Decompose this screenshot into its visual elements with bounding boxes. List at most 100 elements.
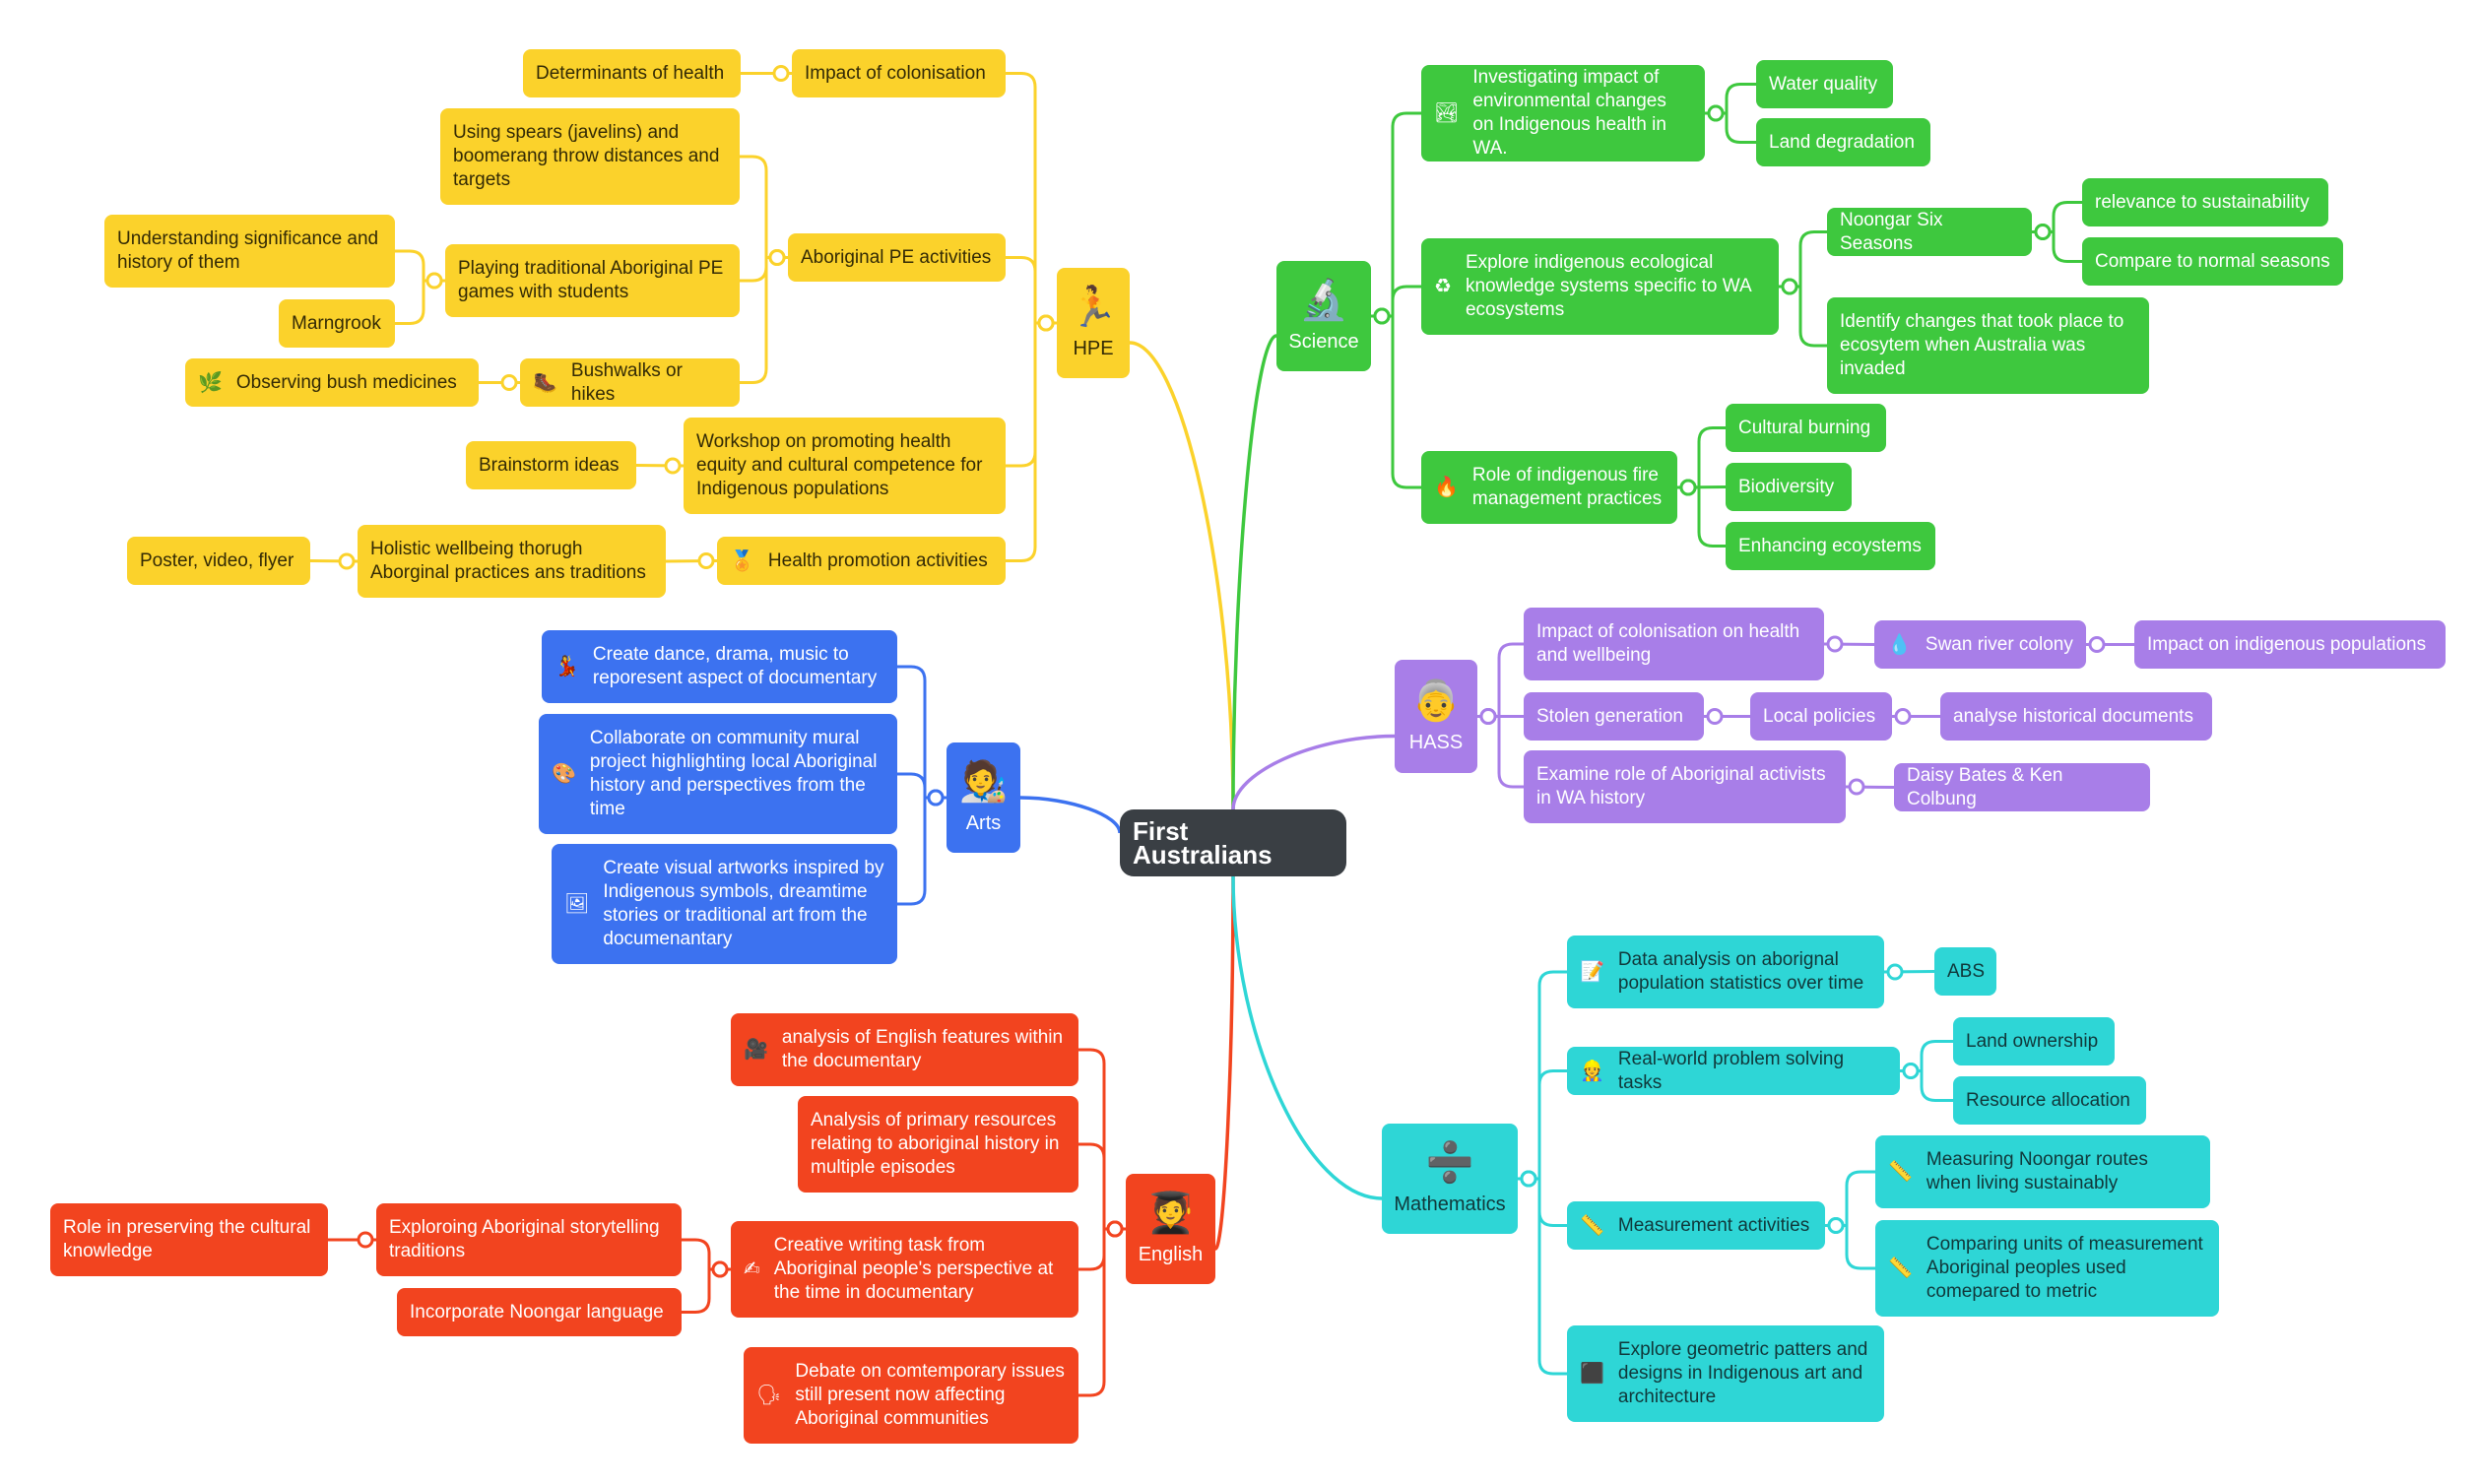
topic-label: Identify changes that took place to ecos… (1840, 311, 2124, 379)
topic-math-comparing[interactable]: 📏Comparing units of measurement Aborigin… (1875, 1220, 2219, 1317)
topic-math-meas[interactable]: 📏Measurement activities (1567, 1201, 1825, 1250)
topic-sci-noongar[interactable]: Noongar Six Seasons (1827, 208, 2032, 256)
topic-hpe-poster[interactable]: Poster, video, flyer (127, 537, 310, 585)
topic-sci-burning[interactable]: Cultural burning (1726, 404, 1886, 452)
topic-sci-identify[interactable]: Identify changes that took place to ecos… (1827, 297, 2149, 394)
collapse-knob[interactable] (1106, 1220, 1124, 1238)
collapse-knob[interactable] (1894, 708, 1912, 725)
collapse-knob[interactable] (664, 457, 682, 475)
collapse-knob[interactable] (1037, 314, 1055, 332)
connector-math-land (1900, 1040, 1953, 1072)
collapse-knob[interactable] (2034, 224, 2052, 240)
topic-math-abs[interactable]: ABS (1934, 947, 1996, 996)
collapse-knob[interactable] (711, 1260, 729, 1278)
collapse-knob[interactable] (500, 374, 518, 391)
topic-hass-swan[interactable]: 💧Swan river colony (1874, 620, 2086, 669)
topic-hpe-brainstorm[interactable]: Brainstorm ideas (466, 441, 636, 489)
topic-hass-impact[interactable]: Impact of colonisation on health and wel… (1524, 608, 1824, 680)
branch-arts[interactable]: 🧑‍🎨Arts (947, 742, 1020, 853)
topic-label: Daisy Bates & Ken Colbung (1907, 764, 2063, 809)
topic-hpe-understanding[interactable]: Understanding significance and history o… (104, 215, 395, 288)
collapse-knob[interactable] (2088, 636, 2106, 653)
topic-hass-activists[interactable]: Examine role of Aboriginal activists in … (1524, 750, 1846, 823)
collapse-knob[interactable] (697, 552, 715, 569)
connector-math (1231, 875, 1383, 1200)
topic-hass-indig[interactable]: Impact on indigenous populations (2134, 620, 2446, 669)
topic-hpe-workshop[interactable]: Workshop on promoting health equity and … (684, 418, 1006, 514)
topic-hpe-spears[interactable]: Using spears (javelins) and boomerang th… (440, 108, 740, 205)
topic-math-geo[interactable]: ⬛Explore geometric patters and designs i… (1567, 1325, 1884, 1422)
collapse-knob[interactable] (338, 552, 356, 570)
topic-hass-daisy[interactable]: Daisy Bates & Ken Colbung (1894, 763, 2150, 811)
topic-sci-eco[interactable]: ♻Explore indigenous ecological knowledge… (1421, 238, 1779, 335)
topic-sci-land[interactable]: Land degradation (1756, 118, 1930, 166)
collapse-knob[interactable] (1706, 708, 1724, 725)
topic-hpe-impact[interactable]: Impact of colonisation (792, 49, 1006, 97)
topic-label: Marngrook (292, 312, 381, 334)
branch-sci[interactable]: 🔬Science (1276, 261, 1371, 371)
topic-hpe-marngrook[interactable]: Marngrook (279, 299, 395, 348)
branch-hpe[interactable]: 🏃HPE (1057, 268, 1130, 378)
topic-label: Land degradation (1769, 131, 1915, 153)
topic-math-land[interactable]: Land ownership (1953, 1017, 2115, 1065)
topic-math-real[interactable]: 👷Real-world problem solving tasks (1567, 1047, 1900, 1095)
topic-hpe-pe[interactable]: Aboriginal PE activities (788, 233, 1006, 282)
collapse-knob[interactable] (1848, 778, 1865, 796)
topic-arts-mural[interactable]: 🎨Collaborate on community mural project … (539, 714, 897, 834)
topic-hpe-medicines[interactable]: 🌿Observing bush medicines (185, 358, 479, 407)
topic-sci-water[interactable]: Water quality (1756, 60, 1893, 108)
topic-sci-compare[interactable]: Compare to normal seasons (2082, 237, 2343, 286)
branch-math[interactable]: ➗Mathematics (1382, 1124, 1518, 1234)
topic-hpe-holistic[interactable]: Holistic wellbeing thorugh Aborginal pra… (358, 525, 666, 598)
topic-sci-fire[interactable]: 🔥Role of indigenous fire management prac… (1421, 451, 1677, 524)
topic-sci-enh[interactable]: Enhancing ecoystems (1726, 522, 1935, 570)
topic-arts-visual[interactable]: 🖼Create visual artworks inspired by Indi… (552, 844, 897, 964)
topic-sci-relevance[interactable]: relevance to sustainability (2082, 178, 2328, 226)
collapse-knob[interactable] (772, 65, 790, 82)
topic-hpe-bushwalks[interactable]: 🥾Bushwalks or hikes (520, 358, 740, 407)
connector-eng-noongar (682, 1267, 731, 1314)
topic-eng-creative[interactable]: ✍Creative writing task from Aboriginal p… (731, 1221, 1078, 1318)
collapse-knob[interactable] (1479, 708, 1497, 725)
collapse-knob[interactable] (927, 789, 945, 807)
collapse-knob[interactable] (1826, 635, 1844, 653)
topic-eng-debate[interactable]: 🗣Debate on comtemporary issues still pre… (744, 1347, 1078, 1444)
collapse-knob[interactable] (425, 272, 443, 290)
topic-math-routes[interactable]: 📏Measuring Noongar routes when living su… (1875, 1135, 2210, 1208)
topic-math-res[interactable]: Resource allocation (1953, 1076, 2146, 1125)
topic-eng-primary[interactable]: Analysis of primary resources relating t… (798, 1096, 1078, 1193)
topic-hass-local[interactable]: Local policies (1750, 692, 1892, 741)
collapse-knob[interactable] (357, 1231, 374, 1249)
topic-label: Workshop on promoting health equity and … (696, 431, 983, 499)
collapse-knob[interactable] (1707, 104, 1725, 122)
topic-eng-analysis[interactable]: 🎥analysis of English features within the… (731, 1013, 1078, 1086)
topic-hpe-promotion[interactable]: 🏅Health promotion activities (717, 537, 1006, 585)
collapse-knob[interactable] (1902, 1063, 1920, 1079)
collapse-knob[interactable] (1827, 1217, 1845, 1234)
topic-math-data[interactable]: 📝Data analysis on aborignal population s… (1567, 936, 1884, 1008)
topic-sci-invest[interactable]: 🏞Investigating impact of environmental c… (1421, 65, 1705, 161)
collapse-knob[interactable] (1520, 1170, 1537, 1188)
collapse-knob[interactable] (1886, 963, 1904, 981)
topic-eng-noongar[interactable]: Incorporate Noongar language (397, 1288, 682, 1336)
topic-label: Water quality (1769, 73, 1878, 95)
branch-hass[interactable]: 👵HASS (1395, 660, 1477, 773)
artist-icon: 🧑‍🎨 (958, 760, 1009, 804)
topic-sci-bio[interactable]: Biodiversity (1726, 463, 1852, 511)
topic-hpe-determinants[interactable]: Determinants of health (523, 49, 741, 97)
topic-hass-analyse[interactable]: analyse historical documents (1940, 692, 2212, 741)
topic-hpe-playing[interactable]: Playing traditional Aboriginal PE games … (445, 244, 740, 317)
branch-eng[interactable]: 🧑‍🎓English (1126, 1174, 1215, 1284)
collapse-knob[interactable] (1373, 307, 1391, 325)
collapse-knob[interactable] (1679, 479, 1697, 496)
central-topic[interactable]: First Australians (1120, 809, 1346, 876)
palette-icon: 🎨 (552, 763, 576, 785)
topic-label: Land ownership (1966, 1030, 2099, 1052)
topic-eng-story[interactable]: Exploroing Aboriginal storytelling tradi… (376, 1203, 682, 1276)
collapse-knob[interactable] (768, 249, 786, 266)
topic-arts-dance[interactable]: 💃Create dance, drama, music to reporesen… (542, 630, 897, 703)
collapse-knob[interactable] (1781, 278, 1798, 295)
topic-hass-stolen[interactable]: Stolen generation (1524, 692, 1704, 741)
topic-eng-preserving[interactable]: Role in preserving the cultural knowledg… (50, 1203, 328, 1276)
picture-icon: 🖼 (564, 893, 590, 915)
